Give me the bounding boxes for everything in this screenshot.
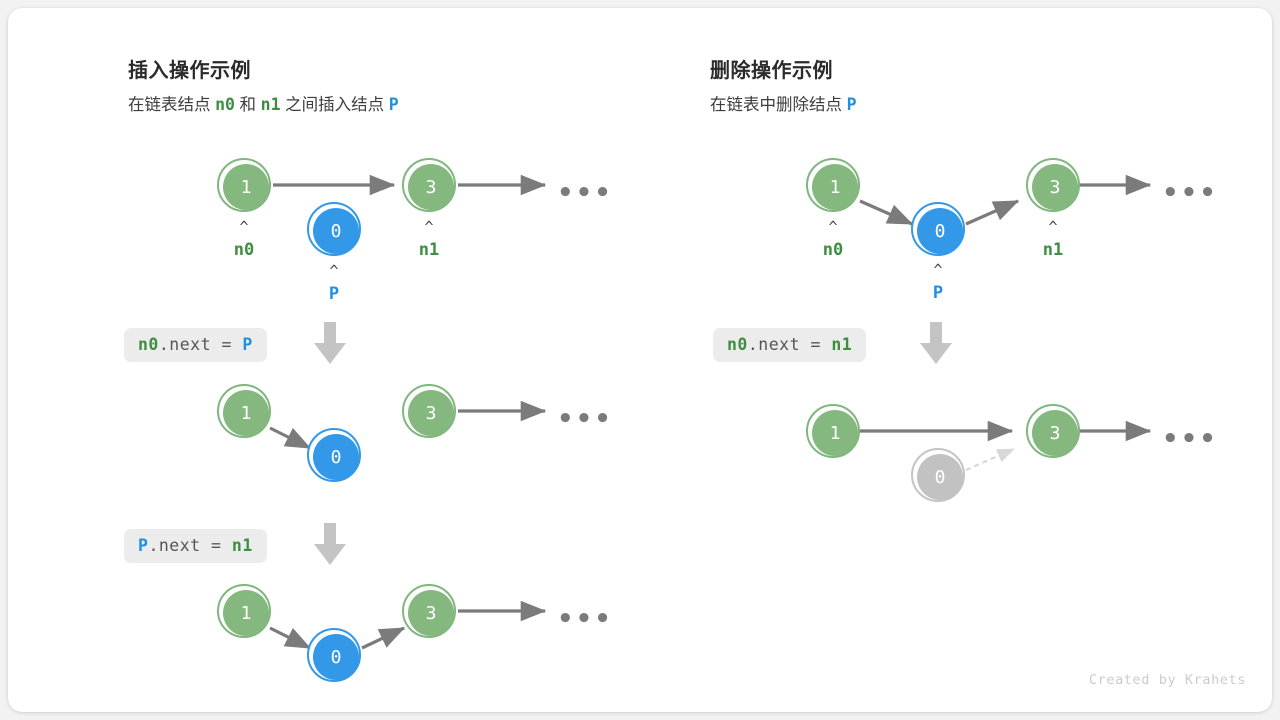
down-arrow-icon: [920, 322, 952, 364]
node-value: 3: [408, 164, 454, 210]
code-middle: .next =: [158, 335, 243, 354]
subtitle-token-n1: n1: [260, 95, 281, 114]
pointer-text: n0: [822, 240, 844, 260]
node-green-3: 3: [1026, 404, 1080, 458]
insert-operation-panel: 插入操作示例 在链表结点 n0 和 n1 之间插入结点 P: [8, 8, 640, 712]
caret-icon: ^: [239, 218, 249, 236]
node-blue-0: 0: [307, 628, 361, 682]
node-green-1: 1: [217, 158, 271, 212]
caret-icon: ^: [933, 261, 943, 279]
subtitle-text-1: 在链表结点: [128, 96, 216, 114]
ellipsis-dots: •••: [1162, 424, 1218, 454]
code-target: n0: [727, 335, 748, 354]
node-value: 0: [313, 434, 359, 480]
node-green-1: 1: [217, 584, 271, 638]
ellipsis-dots: •••: [1162, 178, 1218, 208]
code-middle: .next =: [747, 335, 832, 354]
node-green-3: 3: [402, 584, 456, 638]
subtitle-text-2: 和: [234, 96, 261, 114]
pointer-text: P: [932, 283, 944, 303]
node-blue-0: 0: [911, 202, 965, 256]
caret-icon: ^: [329, 262, 339, 280]
node-value: 1: [223, 164, 269, 210]
down-arrow-icon: [314, 523, 346, 565]
node-green-1: 1: [217, 384, 271, 438]
pointer-label-n1: ^ n1: [1018, 218, 1088, 260]
delete-operation-panel: 删除操作示例 在链表中删除结点 P: [590, 8, 1272, 712]
pointer-label-n1: ^ n1: [394, 218, 464, 260]
delete-panel-title: 删除操作示例: [710, 60, 833, 82]
node-value: 1: [223, 390, 269, 436]
pointer-label-n0: ^ n0: [209, 218, 279, 260]
node-value: 0: [313, 634, 359, 680]
code-target: P: [138, 536, 149, 555]
caret-icon: ^: [828, 218, 838, 236]
insert-panel-subtitle: 在链表结点 n0 和 n1 之间插入结点 P: [128, 91, 399, 115]
node-value: 0: [313, 208, 359, 254]
code-middle: .next =: [148, 536, 232, 555]
node-value: 1: [812, 410, 858, 456]
pointer-text: n1: [1042, 240, 1064, 260]
node-green-3: 3: [1026, 158, 1080, 212]
node-value: 3: [1032, 164, 1078, 210]
pointer-label-n0: ^ n0: [798, 218, 868, 260]
node-value: 1: [223, 590, 269, 636]
subtitle-token-p: P: [846, 95, 857, 114]
node-blue-0: 0: [307, 202, 361, 256]
pointer-text: n1: [418, 240, 440, 260]
node-gray-deleted-0: 0: [911, 448, 965, 502]
code-chip-n0-next-n1: n0.next = n1: [713, 328, 867, 362]
caret-icon: ^: [424, 218, 434, 236]
delete-panel-subtitle: 在链表中删除结点 P: [710, 91, 857, 115]
code-value: P: [242, 335, 253, 354]
node-value: 3: [408, 590, 454, 636]
subtitle-text-3: 之间插入结点: [280, 96, 389, 114]
node-green-3: 3: [402, 158, 456, 212]
pointer-text: n0: [233, 240, 255, 260]
pointer-text: P: [328, 284, 340, 304]
code-value: n1: [231, 536, 253, 555]
code-value: n1: [831, 335, 853, 354]
node-value: 0: [917, 208, 963, 254]
subtitle-text-1: 在链表中删除结点: [710, 96, 847, 114]
pointer-label-p: ^ P: [299, 262, 369, 304]
credit-text: Created by Krahets: [1088, 672, 1246, 688]
code-chip-n0-next-p: n0.next = P: [124, 328, 267, 362]
code-chip-p-next-n1: P.next = n1: [124, 529, 267, 563]
pointer-label-p: ^ P: [903, 261, 973, 303]
down-arrow-icon: [314, 322, 346, 364]
caret-icon: ^: [1048, 218, 1058, 236]
subtitle-token-p: P: [388, 95, 399, 114]
insert-panel-title: 插入操作示例: [128, 60, 251, 82]
node-value: 3: [1032, 410, 1078, 456]
node-blue-0: 0: [307, 428, 361, 482]
subtitle-token-n0: n0: [215, 95, 235, 114]
node-green-1: 1: [806, 404, 860, 458]
node-green-1: 1: [806, 158, 860, 212]
code-target: n0: [138, 335, 159, 354]
node-value: 1: [812, 164, 858, 210]
node-value: 0: [917, 454, 963, 500]
node-green-3: 3: [402, 384, 456, 438]
diagram-card: 插入操作示例 在链表结点 n0 和 n1 之间插入结点 P: [8, 8, 1272, 712]
node-value: 3: [408, 390, 454, 436]
